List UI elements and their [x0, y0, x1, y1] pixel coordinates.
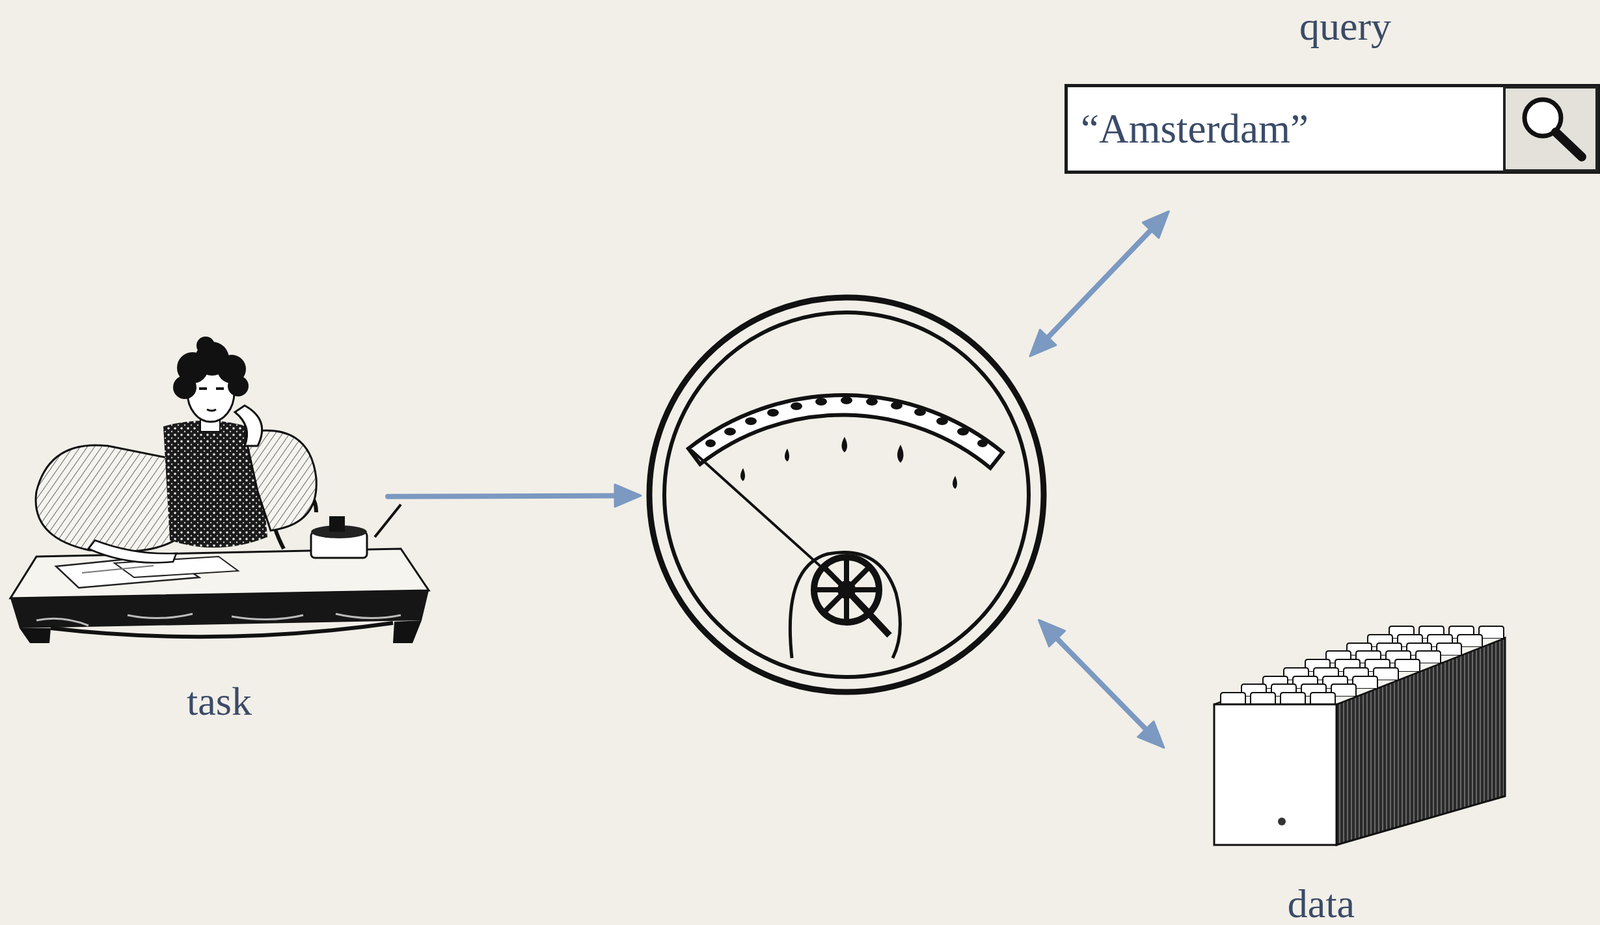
- task-illustration-node: task: [10, 341, 388, 653]
- node-label: query: [1077, 3, 1600, 49]
- card-file-top: [1214, 637, 1506, 705]
- arrow-head: [1038, 619, 1065, 646]
- card-file-front: [1214, 704, 1337, 845]
- connector-arrow: [1030, 211, 1169, 356]
- gauge-illustration: [645, 293, 1048, 696]
- gauge-node: [645, 293, 1048, 696]
- node-label: task: [30, 677, 408, 724]
- connector-line: [387, 495, 622, 496]
- woman-figure: [35, 336, 317, 563]
- card-file-node: data: [1214, 627, 1506, 847]
- gauge-scale: [688, 394, 1003, 468]
- card-file-illustration: [1214, 627, 1506, 847]
- gauge-inner-ring: [664, 312, 1029, 677]
- arrow-head: [614, 484, 641, 507]
- search-box-node: query“Amsterdam”: [1064, 83, 1600, 174]
- gauge-wheel: [813, 556, 890, 636]
- arrow-head: [1138, 720, 1165, 747]
- arrow-head: [1030, 329, 1057, 357]
- connector-line: [1043, 225, 1156, 342]
- desk: [10, 548, 429, 643]
- gauge-ticks: [740, 436, 958, 489]
- gauge-outer-ring: [649, 297, 1044, 692]
- gauge-housing: [789, 552, 900, 659]
- connector-line: [1052, 633, 1150, 734]
- query-text: “Amsterdam”: [1080, 87, 1498, 171]
- woman-at-desk-illustration: [10, 341, 429, 643]
- card-tabs: [1214, 625, 1506, 705]
- node-label: data: [1175, 880, 1467, 925]
- card-file-hole: [1277, 817, 1286, 826]
- gauge-scale-dots: [705, 396, 988, 448]
- arrow-head: [1142, 211, 1169, 239]
- connector-arrow: [1038, 619, 1165, 747]
- connector-arrow: [387, 484, 641, 507]
